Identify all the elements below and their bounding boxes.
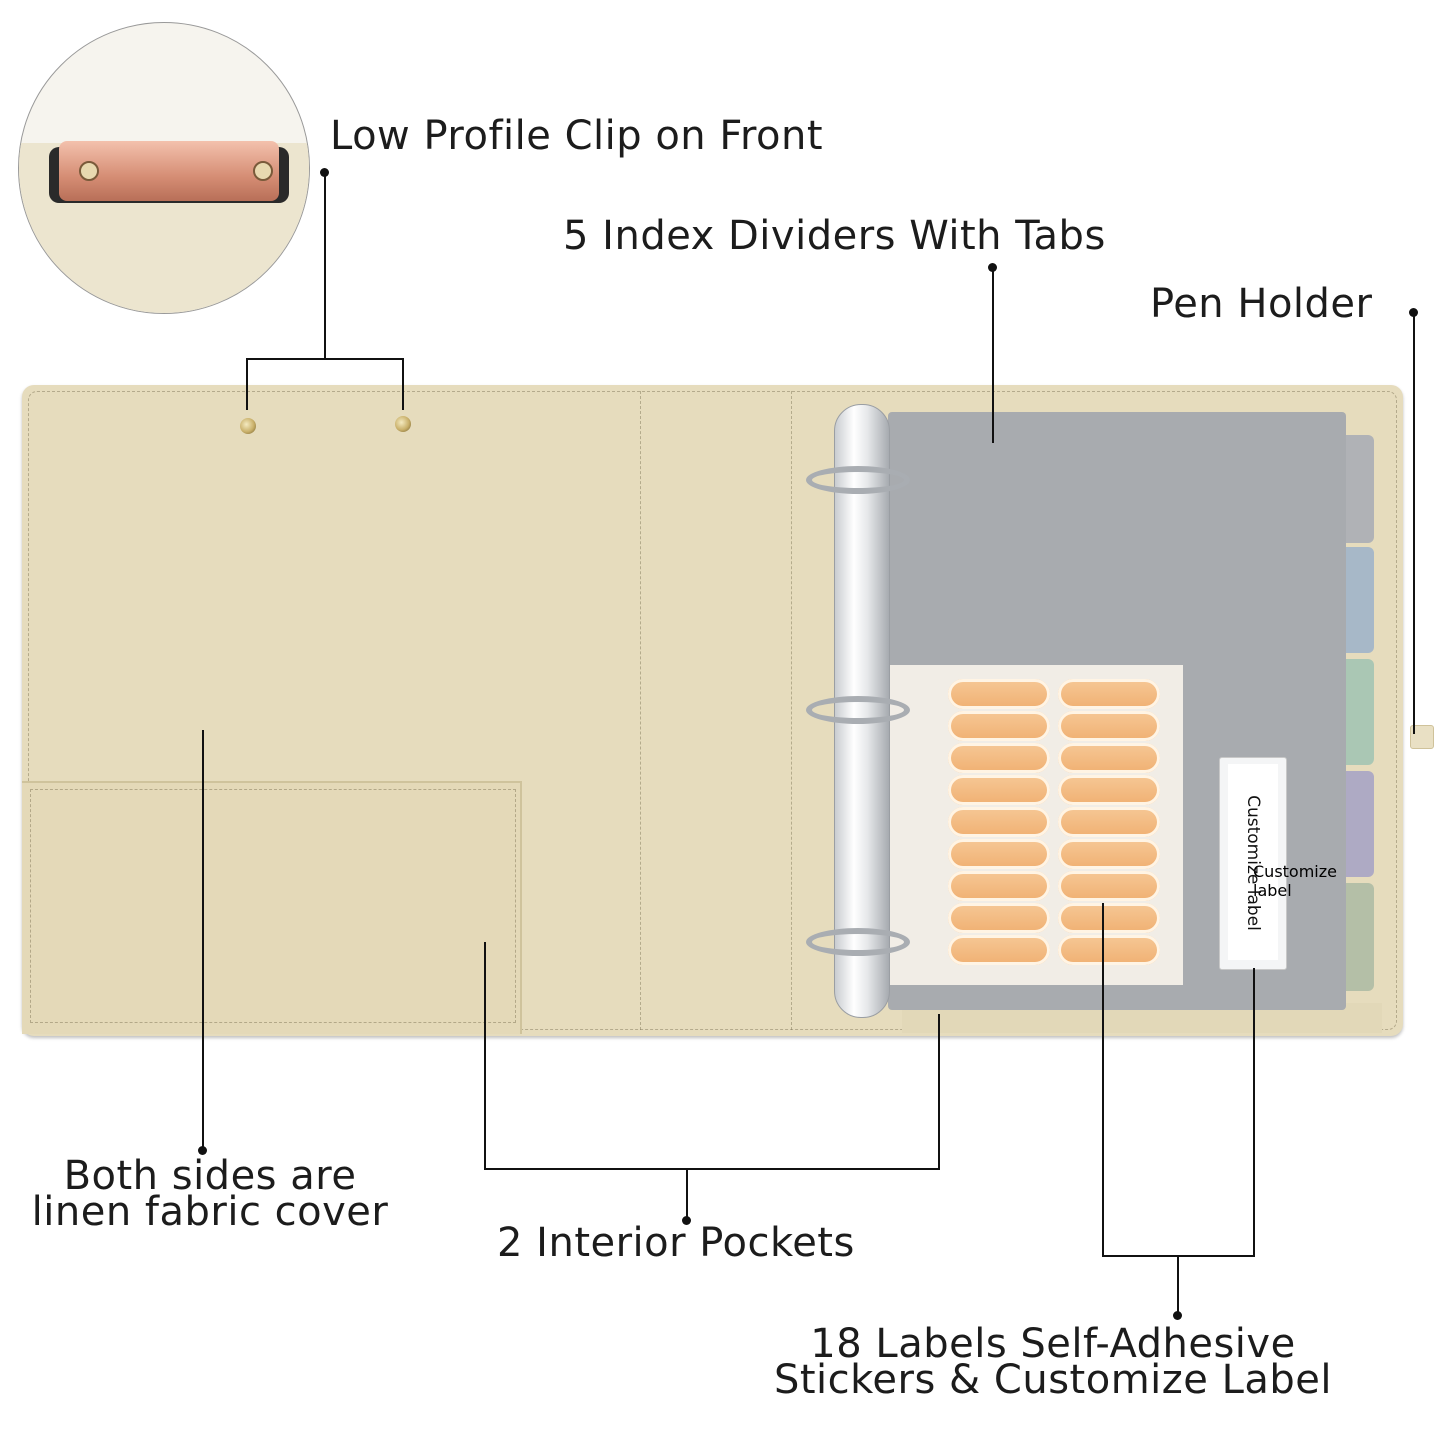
clip-grommet-right xyxy=(395,416,411,432)
labels-callout-line1: 18 Labels Self-Adhesive xyxy=(810,1321,1296,1367)
linen-callout-line xyxy=(202,730,204,1150)
customize-label-text-rotated: Customize label xyxy=(1241,773,1265,953)
labels-callout-left xyxy=(1102,903,1104,1257)
linen-callout-line2: linen fabric cover xyxy=(31,1189,389,1235)
spine-stitching xyxy=(640,391,792,1030)
label-sticker xyxy=(1058,711,1160,741)
clip-callout-text: Low Profile Clip on Front xyxy=(330,113,824,159)
divider-tab-4 xyxy=(1344,771,1374,877)
labels-callout-line2: Stickers & Customize Label xyxy=(773,1357,1333,1403)
labels-callout-right xyxy=(1253,968,1255,1257)
label-sticker xyxy=(1058,839,1160,869)
label-sticker xyxy=(948,903,1050,933)
binder-ring-bottom xyxy=(806,928,910,956)
linen-callout-dot xyxy=(198,1146,207,1155)
label-sticker xyxy=(948,775,1050,805)
binder-ring-middle xyxy=(806,696,910,724)
left-pocket xyxy=(22,781,522,1034)
linen-callout-text: Both sides are linen fabric cover xyxy=(20,1153,400,1235)
label-sticker xyxy=(948,839,1050,869)
pen-holder-callout-text: Pen Holder xyxy=(1150,281,1373,327)
pen-holder-callout-dot xyxy=(1409,308,1418,317)
dividers-callout-text: 5 Index Dividers With Tabs xyxy=(563,213,1106,259)
labels-callout-stem xyxy=(1177,1255,1179,1315)
pockets-callout-dot xyxy=(682,1216,691,1225)
label-sticker xyxy=(948,871,1050,901)
label-sticker xyxy=(1058,807,1160,837)
pen-holder-callout-line xyxy=(1413,314,1415,734)
pockets-callout-right xyxy=(938,1014,940,1170)
label-sticker xyxy=(948,679,1050,709)
divider-tab-3 xyxy=(1344,659,1374,765)
label-sticker xyxy=(1058,679,1160,709)
divider-tab-1 xyxy=(1344,435,1374,543)
pockets-callout-stem xyxy=(686,1168,688,1220)
outer-stitching xyxy=(28,391,1397,1030)
label-sticker xyxy=(948,935,1050,965)
label-sticker xyxy=(1058,743,1160,773)
labels-callout-dot xyxy=(1173,1311,1182,1320)
label-sticker xyxy=(948,743,1050,773)
left-pocket-stitching xyxy=(30,789,516,1023)
divider-tab-2 xyxy=(1344,547,1374,653)
dividers-callout-line xyxy=(992,268,994,443)
clip-callout-bracket-left xyxy=(246,358,248,410)
pockets-callout-left xyxy=(484,942,486,1170)
pockets-callout-bracket xyxy=(484,1168,940,1170)
label-sticker xyxy=(948,807,1050,837)
clip-detail-inset xyxy=(18,22,310,314)
clip-callout-line xyxy=(324,172,326,360)
label-sticker-sheet xyxy=(888,665,1183,985)
linen-callout-line1: Both sides are xyxy=(63,1153,357,1199)
customize-label-caption: Customize label xyxy=(1243,795,1263,931)
labels-callout-text: 18 Labels Self-Adhesive Stickers & Custo… xyxy=(748,1321,1358,1403)
label-sticker xyxy=(1058,935,1160,965)
clip-callout-bracket-right xyxy=(402,358,404,410)
clip-icon xyxy=(49,141,289,213)
customize-label-paper xyxy=(1228,764,1278,960)
label-sticker xyxy=(1058,775,1160,805)
divider-tab-5 xyxy=(1344,883,1374,991)
label-sticker xyxy=(1058,903,1160,933)
label-sticker xyxy=(948,711,1050,741)
clip-callout-dot xyxy=(320,168,329,177)
clip-grommet-left xyxy=(240,418,256,434)
dividers-callout-dot xyxy=(988,263,997,272)
label-sticker xyxy=(1058,871,1160,901)
customize-label-holder: Customize label xyxy=(1219,757,1337,970)
clip-callout-bracket-top xyxy=(246,358,404,360)
binder-ring-top xyxy=(806,466,910,494)
pockets-callout-text: 2 Interior Pockets xyxy=(497,1220,855,1266)
